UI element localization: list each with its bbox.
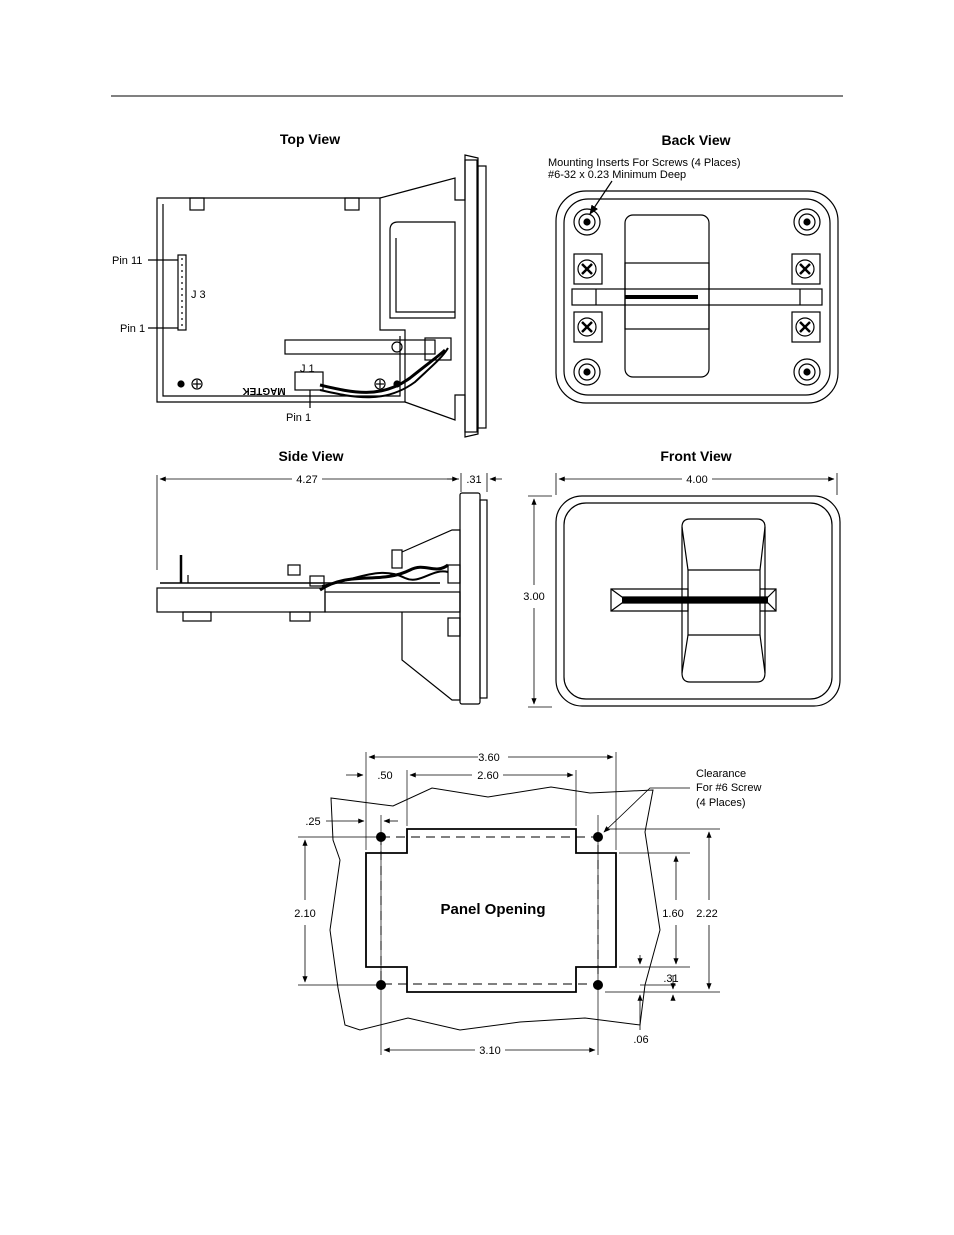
magtek-logo: MAGTEK <box>242 385 286 396</box>
side-dim-bezel: .31 <box>466 474 481 486</box>
panel-dim-hole-offset: .31 <box>663 973 678 985</box>
side-view-title: Side View <box>278 448 343 464</box>
panel-dim-hole-spacing: 3.10 <box>479 1045 500 1057</box>
panel-dim-gap: .06 <box>633 1034 648 1046</box>
panel-dim-inner: 2.60 <box>477 770 498 782</box>
back-view-title: Back View <box>661 132 730 148</box>
top-pin1-label: Pin 1 <box>120 323 145 335</box>
side-dim-length: 4.27 <box>296 474 317 486</box>
back-note-line2: #6-32 x 0.23 Minimum Deep <box>548 169 686 181</box>
front-dim-width: 4.00 <box>686 474 707 486</box>
side-view: Side View <box>156 448 502 705</box>
top-pin1-bottom-label: Pin 1 <box>286 412 311 424</box>
panel-opening-label: Panel Opening <box>440 901 545 918</box>
panel-dim-inner-height: 1.60 <box>662 908 683 920</box>
clearance-line1: Clearance <box>696 768 746 780</box>
back-view: Back View <box>555 132 839 404</box>
top-j3-label: J 3 <box>191 289 206 301</box>
front-view-title: Front View <box>660 448 731 464</box>
panel-dim-edge: .25 <box>305 816 320 828</box>
clearance-line3: (4 Places) <box>696 797 746 809</box>
top-pin11-label: Pin 11 <box>112 255 142 267</box>
front-view: Front View <box>528 448 841 708</box>
top-j1-label: J 1 <box>300 363 315 375</box>
panel-opening-diagram <box>298 752 720 1055</box>
front-dim-height: 3.00 <box>523 591 544 603</box>
top-view-title: Top View <box>280 131 340 147</box>
panel-dim-left-height: 2.10 <box>294 908 315 920</box>
back-note-line1: Mounting Inserts For Screws (4 Places) <box>548 157 741 169</box>
panel-dim-total: 3.60 <box>478 752 499 764</box>
top-view: Top View <box>148 131 487 438</box>
clearance-line2: For #6 Screw <box>696 782 761 794</box>
panel-dim-offset: .50 <box>377 770 392 782</box>
panel-dim-right-height: 2.22 <box>696 908 717 920</box>
